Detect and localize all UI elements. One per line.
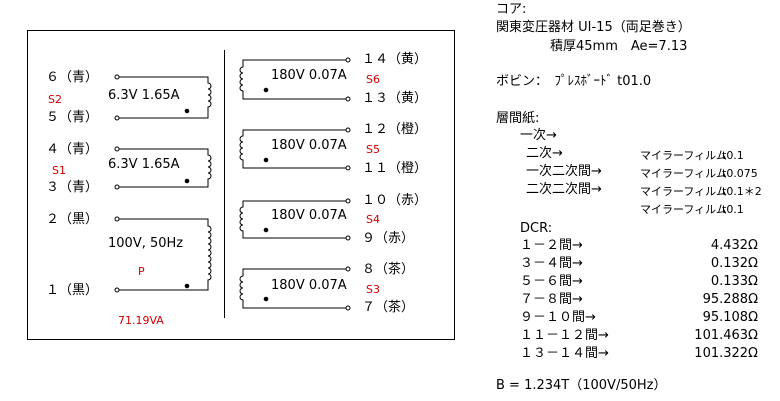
dcr-value-2: 0.132Ω [710, 256, 758, 271]
dcr-value-7: 101.322Ω [694, 346, 758, 361]
terminal-label-7: ７（茶） [362, 300, 415, 315]
winding-s2 [114, 74, 212, 121]
interlayer-thickness-4: t0.1＊2 [722, 185, 762, 198]
interlayer-label-2: 二次→ [526, 146, 563, 161]
terminal-label-3: ３（青） [46, 180, 99, 195]
interlayer-material-4: マイラーフィルム [640, 185, 727, 198]
winding-s3 [239, 266, 351, 311]
winding-tag-s6: S6 [366, 73, 380, 86]
terminal-label-1: １（黒） [46, 283, 99, 298]
winding-spec-s5: 180V 0.07A [271, 138, 347, 153]
winding-spec-s2: 6.3V 1.65A [108, 88, 180, 103]
dcr-label-6: １１－１２間→ [520, 328, 609, 343]
interlayer-label-1: 一次→ [520, 128, 557, 143]
terminal-label-10: １０（赤） [362, 193, 428, 208]
dcr-label-2: ３－４間→ [520, 256, 583, 271]
core-line1: 関東変圧器材 UI-15（両足巻き） [496, 20, 691, 35]
winding-s1 [114, 146, 212, 190]
terminal-7 [345, 305, 351, 311]
dcr-label-1: １－２間→ [520, 238, 583, 253]
winding-spec-s6: 180V 0.07A [271, 68, 347, 83]
winding-primary-wire [119, 218, 212, 291]
winding-s3-wire [239, 268, 346, 309]
terminal-label-11: １１（橙） [362, 161, 428, 176]
winding-tag-s5: S5 [366, 143, 380, 156]
terminal-label-14: １４（黄） [362, 52, 428, 67]
terminal-1 [114, 287, 120, 293]
interlayer-thickness-5: t0.1 [722, 203, 744, 216]
terminal-6 [114, 74, 120, 80]
interlayer-material-2: マイラーフィルム [640, 149, 727, 162]
terminal-label-6: ６（青） [46, 70, 99, 85]
winding-s5-wire [239, 129, 346, 169]
polarity-dot-s3 [263, 296, 269, 302]
dcr-label-3: ５－６間→ [520, 274, 583, 289]
polarity-dot-s1 [184, 178, 190, 184]
terminal-label-5: ５（青） [46, 110, 99, 125]
dcr-value-4: 95.288Ω [702, 292, 758, 307]
terminal-5 [114, 115, 120, 121]
terminal-label-4: ４（青） [46, 142, 99, 157]
transformer-frame [27, 30, 455, 340]
bobbin-spec: ボビン： ﾌﾟﾚｽﾎﾞｰﾄﾞ t01.0 [496, 74, 652, 89]
terminal-label-8: ８（茶） [362, 262, 415, 277]
terminal-3 [114, 184, 120, 190]
dcr-value-6: 101.463Ω [694, 328, 758, 343]
polarity-dot-primary [184, 283, 190, 289]
winding-tag-s2: S2 [48, 93, 62, 106]
winding-s6-wire [239, 59, 346, 100]
winding-s2-wire [119, 76, 212, 119]
terminal-14 [345, 57, 351, 63]
winding-s4-wire [239, 200, 346, 239]
dcr-label-7: １３－１４間→ [520, 346, 609, 361]
winding-spec-s3: 180V 0.07A [271, 278, 347, 293]
interlayer-label-4: 二次二次間→ [526, 182, 602, 197]
primary-spec: 100V, 50Hz [108, 236, 184, 251]
terminal-9 [345, 235, 351, 241]
winding-primary [114, 216, 212, 293]
terminal-4 [114, 146, 120, 152]
terminal-2 [114, 216, 120, 222]
polarity-dot-s6 [263, 87, 269, 93]
winding-tag-s4: S4 [366, 213, 380, 226]
dcr-heading: DCR: [520, 221, 553, 236]
primary-tag: P [138, 265, 145, 278]
interlayer-thickness-3: t0.075 [722, 167, 758, 180]
winding-spec-s4: 180V 0.07A [271, 208, 347, 223]
winding-s4 [239, 198, 351, 241]
dcr-label-4: ７－８間→ [520, 292, 583, 307]
primary-total-va: 71.19VA [118, 314, 164, 327]
interlayer-thickness-2: t0.1 [722, 149, 744, 162]
interlayer-material-5: マイラーフィルム [640, 203, 727, 216]
terminal-11 [345, 165, 351, 171]
winding-s1-wire [119, 148, 212, 188]
flux-density: B = 1.234T（100V/50Hz） [496, 378, 667, 393]
dcr-label-5: ９－１０間→ [520, 310, 596, 325]
winding-s6 [239, 57, 351, 102]
dcr-value-5: 95.108Ω [702, 310, 758, 325]
terminal-label-2: ２（黒） [46, 212, 99, 227]
interlayer-heading: 層間紙: [496, 111, 540, 126]
polarity-dot-s5 [263, 157, 269, 163]
terminal-label-12: １２（橙） [362, 122, 428, 137]
terminal-13 [345, 96, 351, 102]
core-line2: 積厚45mm Ae=7.13 [550, 39, 688, 54]
winding-spec-s1: 6.3V 1.65A [108, 157, 180, 172]
polarity-dot-s2 [184, 108, 190, 114]
dcr-value-1: 4.432Ω [710, 238, 758, 253]
winding-tag-s3: S3 [366, 283, 380, 296]
winding-tag-s1: S1 [52, 164, 66, 177]
core-heading: コア: [496, 2, 527, 17]
polarity-dot-s4 [263, 227, 269, 233]
dcr-value-3: 0.133Ω [710, 274, 758, 289]
terminal-8 [345, 266, 351, 272]
terminal-label-9: ９（赤） [362, 231, 415, 246]
interlayer-label-3: 一次二次間→ [526, 164, 602, 179]
interlayer-material-3: マイラーフィルム [640, 167, 727, 180]
terminal-12 [345, 127, 351, 133]
winding-s5 [239, 127, 351, 171]
terminal-label-13: １３（黄） [362, 91, 428, 106]
terminal-10 [345, 198, 351, 204]
